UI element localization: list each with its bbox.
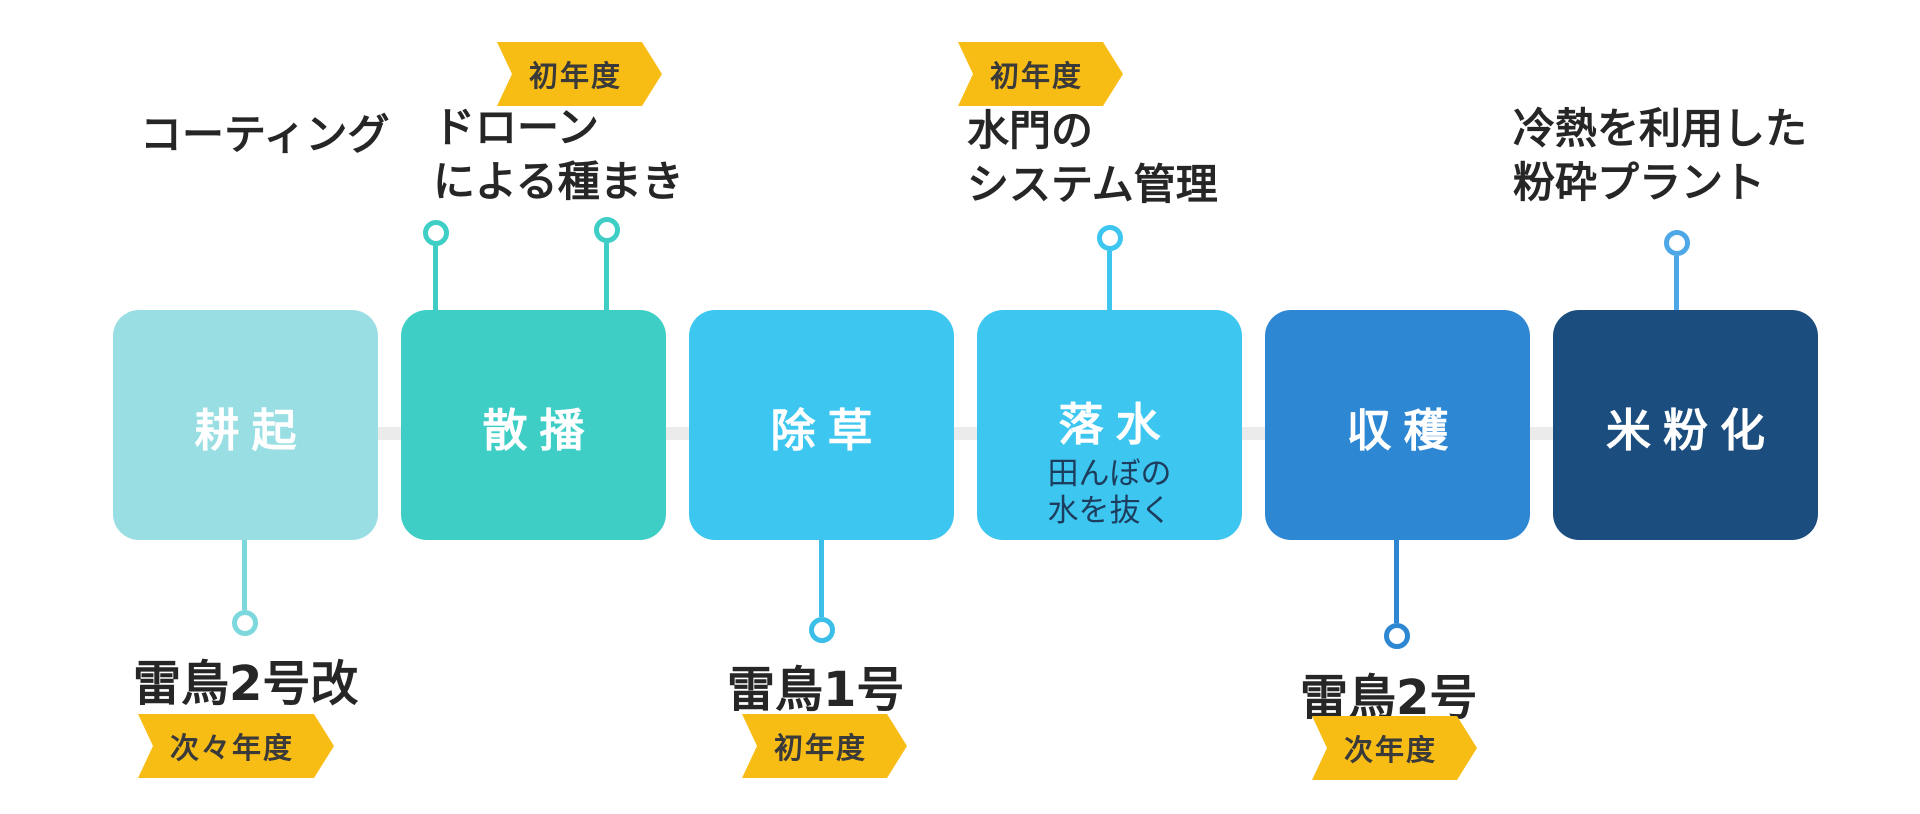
stage-title: 散播 [482, 404, 597, 457]
label-grinding-plant: 冷熱を利用した 粉砕プラント [1513, 102, 1807, 210]
label-drone-seeding: ドローン による種まき [433, 101, 684, 209]
connector-line-raicho-2-kai [242, 540, 247, 610]
badge-year-after-next: 次々年度 [138, 714, 334, 778]
connector-line-raicho-2 [1394, 540, 1399, 623]
badge-first-year-gate: 初年度 [958, 42, 1123, 106]
stage-title: 除草 [770, 404, 885, 457]
label-line: 冷熱を利用した [1513, 104, 1808, 153]
stage-subtitle-line: 田んぼの [1047, 456, 1172, 492]
connector-line-drone-seeding [604, 243, 609, 310]
connector-line-grinding-plant [1674, 256, 1679, 310]
badge-first-year-raicho-1: 初年度 [742, 714, 907, 778]
connector-dot-drone-seeding [594, 217, 620, 243]
connector-line-raicho-1 [819, 540, 824, 617]
badge-first-year-drone: 初年度 [497, 42, 662, 106]
stage-subtitle: 田んぼの 水を抜く [977, 456, 1242, 530]
connector-dot-grinding-plant [1664, 230, 1690, 256]
label-line: 水門の [967, 106, 1094, 155]
stage-title: 耕起 [194, 404, 309, 457]
connector-dot-raicho-1 [809, 617, 835, 643]
connector-line-coating [433, 246, 438, 310]
connector-dot-gate-system [1097, 225, 1123, 251]
label-coating: コーティング [140, 110, 390, 159]
label-line: ドローン [433, 103, 599, 152]
stage-box-harvest: 収穫 [1265, 310, 1530, 540]
label-line: による種まき [433, 157, 684, 206]
connector-dot-coating [423, 220, 449, 246]
stage-box-drainage: 落水 田んぼの 水を抜く [977, 310, 1242, 540]
connector-dot-raicho-2-kai [232, 610, 258, 636]
label-raicho-1: 雷鳥1号 [727, 662, 905, 718]
label-raicho-2-kai: 雷鳥2号改 [133, 656, 359, 712]
stage-title: 収穫 [1346, 404, 1461, 457]
connector-dot-raicho-2 [1384, 623, 1410, 649]
stage-title: 落水 [1058, 398, 1173, 451]
label-line: 粉砕プラント [1513, 158, 1766, 207]
badge-next-year: 次年度 [1312, 716, 1477, 780]
stage-box-tilling: 耕起 [113, 310, 378, 540]
stage-box-rice-flour-milling: 米粉化 [1553, 310, 1818, 540]
stage-title: 米粉化 [1605, 404, 1777, 457]
connector-line-gate-system [1107, 251, 1112, 310]
stage-subtitle-line: 水を抜く [1047, 493, 1172, 529]
label-gate-system: 水門の システム管理 [967, 104, 1218, 212]
label-line: システム管理 [967, 160, 1218, 209]
stage-box-sowing: 散播 [401, 310, 666, 540]
stage-box-weeding: 除草 [689, 310, 954, 540]
